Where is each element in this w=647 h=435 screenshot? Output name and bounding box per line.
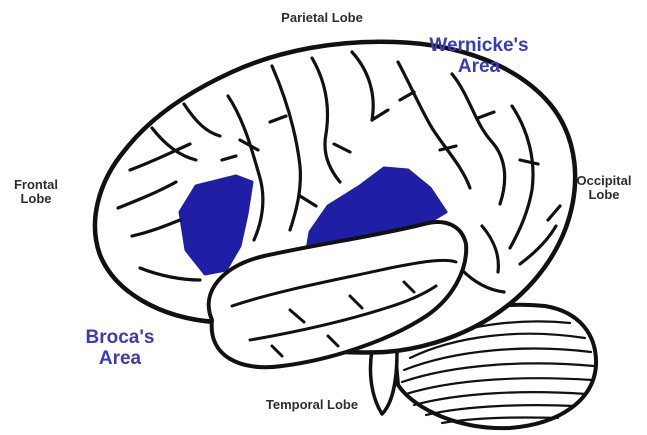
wernicke-area-label-line-2: Area xyxy=(414,57,544,78)
broca-area-label: Broca's Area xyxy=(68,328,172,369)
occipital-lobe-label-line-2: Lobe xyxy=(562,188,646,202)
parietal-lobe-label: Parietal Lobe xyxy=(232,11,412,25)
broca-area-label-line-2: Area xyxy=(68,349,172,370)
occipital-lobe-label: Occipital Lobe xyxy=(562,174,646,202)
broca-area-label-line-1: Broca's xyxy=(68,328,172,349)
frontal-lobe-label-line-1: Frontal xyxy=(4,178,68,192)
occipital-lobe-label-line-1: Occipital xyxy=(562,174,646,188)
temporal-lobe-label: Temporal Lobe xyxy=(222,398,402,412)
wernicke-area-label: Wernicke's Area xyxy=(414,36,544,77)
frontal-lobe-label-line-2: Lobe xyxy=(4,192,68,206)
frontal-lobe-label: Frontal Lobe xyxy=(4,178,68,206)
wernicke-area-label-line-1: Wernicke's xyxy=(414,36,544,57)
